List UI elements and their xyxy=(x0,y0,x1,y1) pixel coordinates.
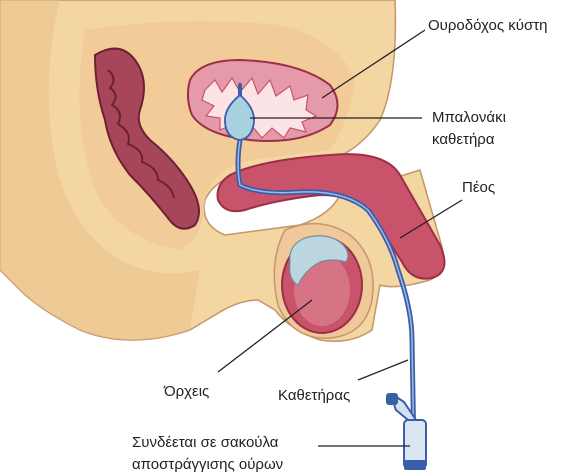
label-penis: Πέος xyxy=(462,178,495,197)
catheter-port-cap xyxy=(386,393,398,405)
catheter-drain-end xyxy=(404,460,426,470)
label-balloon-line2: καθετήρα xyxy=(432,130,495,149)
leader-testis xyxy=(218,300,312,372)
catheter-tip xyxy=(238,83,242,97)
label-testis: Όρχεις xyxy=(164,382,209,401)
label-balloon-line1: Μπαλονάκι xyxy=(432,108,506,127)
label-bag-line2: αποστράγγισης ούρων xyxy=(132,455,283,474)
label-bladder: Ουροδόχος κύστη xyxy=(428,16,547,35)
label-catheter: Καθετήρας xyxy=(278,386,350,405)
label-bag-line1: Συνδέεται σε σακούλα xyxy=(132,433,278,452)
leader-catheter xyxy=(358,360,408,380)
